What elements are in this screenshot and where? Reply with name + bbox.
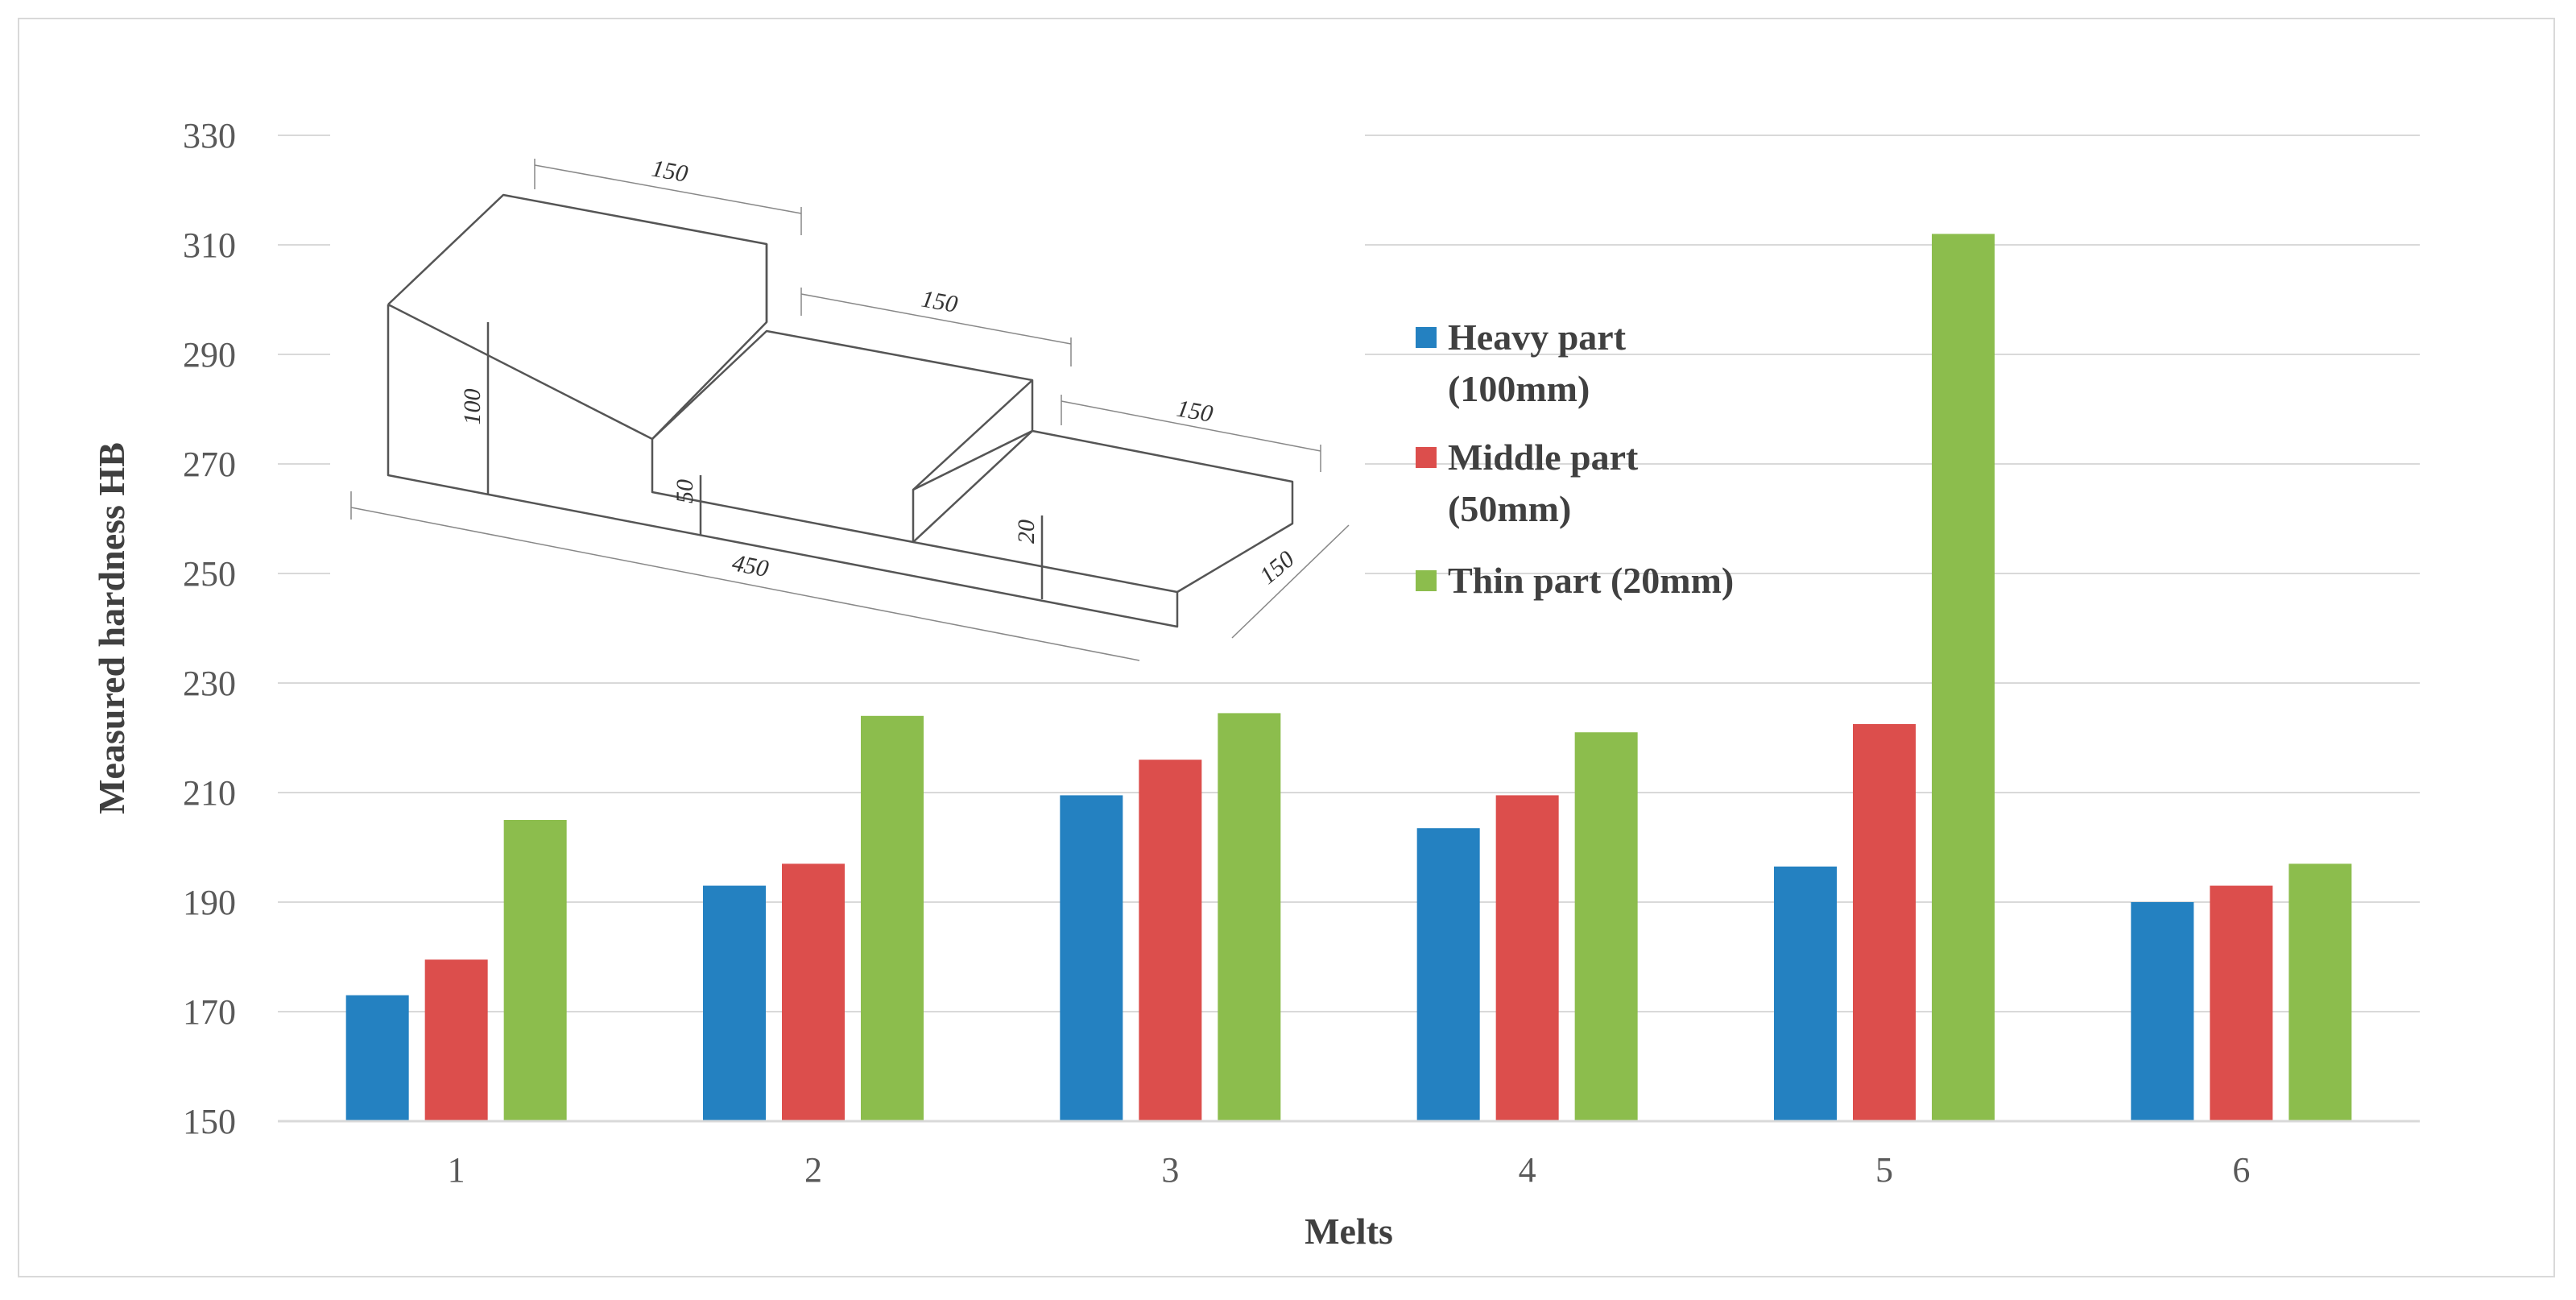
bar-thin-melt-3 [1218,713,1281,1121]
y-axis-ticks: 150 170 190 210 230 250 270 290 310 330 [183,116,236,1141]
legend-swatch-thin [1416,570,1437,591]
bar-middle-melt-1 [424,959,488,1121]
y-tick-label: 270 [183,445,236,484]
y-tick-label: 170 [183,992,236,1032]
x-axis-ticks: 1 2 3 4 5 6 [448,1150,2251,1190]
bar-thin-melt-6 [2289,863,2352,1121]
y-tick-label: 210 [183,773,236,813]
y-tick-label: 150 [183,1102,236,1141]
bar-heavy-melt-1 [345,995,409,1121]
x-tick-label: 4 [1519,1150,1536,1190]
y-axis-title: Measured hardness HB [91,442,132,814]
legend-label-heavy-line1: Heavy part [1448,317,1627,358]
y-tick-label: 230 [183,664,236,703]
dim-top-middle: 150 [920,285,960,317]
bar-middle-melt-3 [1139,760,1202,1121]
inset-background [330,129,1365,677]
inset-dimension-lines [350,159,1350,661]
y-tick-label: 290 [183,335,236,375]
bar-thin-melt-1 [503,820,567,1121]
bar-thin-melt-4 [1574,732,1638,1121]
bar-middle-melt-6 [2210,885,2273,1121]
bar-middle-melt-5 [1853,724,1916,1121]
dim-top-heavy: 150 [650,155,690,187]
inset-outline [387,193,1294,628]
legend: Heavy part (100mm) Middle part (50mm) Th… [1416,317,1734,601]
bar-heavy-melt-3 [1060,795,1123,1121]
bar-thin-melt-5 [1932,234,1995,1121]
x-tick-label: 5 [1875,1150,1893,1190]
legend-swatch-heavy [1416,327,1437,348]
dim-height-heavy: 100 [459,389,486,425]
bars [345,234,2352,1121]
bar-middle-melt-4 [1495,795,1559,1121]
bar-thin-melt-2 [861,715,924,1121]
x-axis-title: Melts [1305,1211,1393,1252]
dim-height-thin: 20 [1013,520,1040,544]
legend-label-middle-line1: Middle part [1448,437,1639,478]
y-tick-label: 190 [183,883,236,922]
dim-height-middle: 50 [672,479,698,503]
bar-heavy-melt-2 [703,885,766,1121]
legend-label-middle-line2: (50mm) [1448,488,1571,529]
x-tick-label: 6 [2232,1150,2250,1190]
x-tick-label: 1 [448,1150,465,1190]
legend-swatch-middle [1416,447,1437,468]
bar-heavy-melt-4 [1416,828,1480,1121]
dim-top-thin: 150 [1175,395,1215,427]
x-tick-label: 2 [804,1150,822,1190]
y-tick-label: 250 [183,554,236,594]
bar-heavy-melt-5 [1774,866,1837,1121]
bar-middle-melt-2 [782,863,845,1121]
y-tick-label: 330 [183,116,236,155]
legend-label-heavy-line2: (100mm) [1448,368,1590,409]
y-tick-label: 310 [183,226,236,265]
stepped-casting-drawing: 150 150 150 100 50 20 450 150 [330,129,1365,677]
bar-heavy-melt-6 [2131,902,2194,1121]
x-tick-label: 3 [1161,1150,1179,1190]
legend-label-thin: Thin part (20mm) [1448,560,1734,601]
